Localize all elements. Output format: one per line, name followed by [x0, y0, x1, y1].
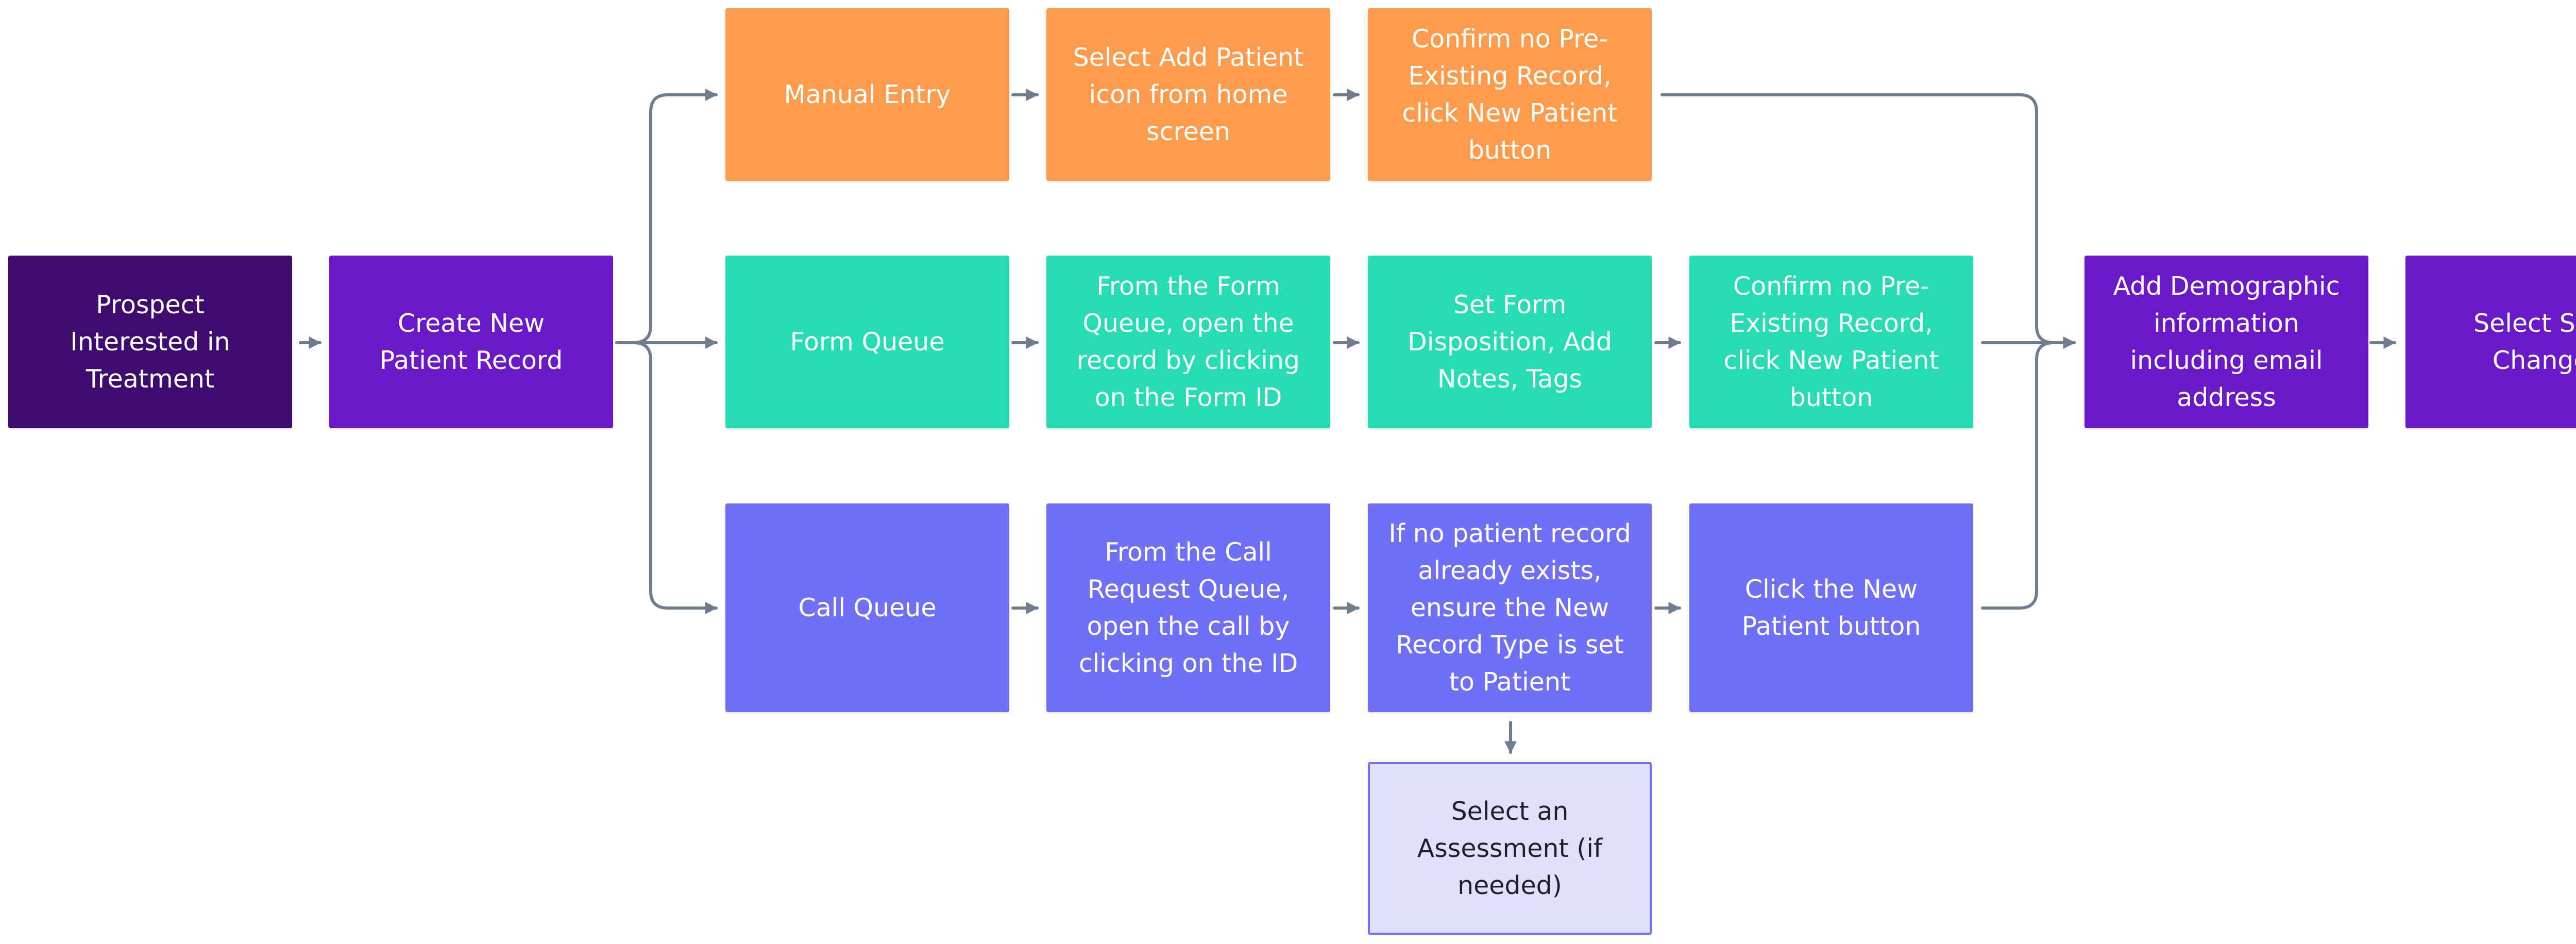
node-label: From the Call Request Queue, open the ca…: [1078, 537, 1298, 678]
node-label: Manual Entry: [784, 79, 951, 109]
node-form-open-record: From the Form Queue, open the record by …: [1046, 256, 1330, 428]
node-select-add-patient-icon: Select Add Patient icon from home screen: [1046, 8, 1330, 181]
arrow-create-to-call-queue: [615, 341, 718, 614]
node-select-save-changes: Select Save Changes: [2405, 256, 2576, 428]
node-label: Click the New Patient button: [1741, 574, 1921, 641]
node-add-demographic-info: Add Demographic information including em…: [2084, 256, 2368, 428]
node-label: Confirm no Pre-Existing Record, click Ne…: [1723, 271, 1939, 412]
node-label: Prospect Interested in Treatment: [70, 290, 230, 394]
node-select-assessment: Select an Assessment (if needed): [1368, 762, 1652, 935]
arrow-call-click-new-to-demographic: [1981, 336, 2076, 610]
node-label: If no patient record already exists, ens…: [1388, 518, 1631, 697]
node-label: Add Demographic information including em…: [2113, 271, 2340, 412]
node-call-queue: Call Queue: [725, 503, 1009, 712]
node-manual-entry: Manual Entry: [725, 8, 1009, 181]
node-click-new-patient-button: Click the New Patient button: [1689, 503, 1973, 712]
node-label: Select Add Patient icon from home screen: [1073, 42, 1304, 146]
node-label: Form Queue: [790, 327, 945, 357]
node-label: Call Queue: [798, 593, 937, 622]
node-label: Set Form Disposition, Add Notes, Tags: [1408, 290, 1612, 394]
node-label: Confirm no Pre-Existing Record, click Ne…: [1402, 24, 1618, 165]
node-prospect-interested: Prospect Interested in Treatment: [8, 256, 292, 428]
node-set-form-disposition: Set Form Disposition, Add Notes, Tags: [1368, 256, 1652, 428]
node-label: Select an Assessment (if needed): [1417, 796, 1603, 900]
node-form-confirm-no-pre-existing: Confirm no Pre-Existing Record, click Ne…: [1689, 256, 1973, 428]
node-call-open-request: From the Call Request Queue, open the ca…: [1046, 503, 1330, 712]
arrow-create-to-manual-entry: [615, 89, 718, 344]
node-label: From the Form Queue, open the record by …: [1076, 271, 1300, 412]
node-create-new-patient-record: Create New Patient Record: [329, 256, 613, 428]
node-label: Select Save Changes: [2473, 308, 2576, 375]
node-form-queue: Form Queue: [725, 256, 1009, 428]
node-record-type-patient: If no patient record already exists, ens…: [1368, 503, 1652, 712]
node-manual-confirm-no-pre-existing: Confirm no Pre-Existing Record, click Ne…: [1368, 8, 1652, 181]
node-label: Create New Patient Record: [379, 308, 563, 375]
